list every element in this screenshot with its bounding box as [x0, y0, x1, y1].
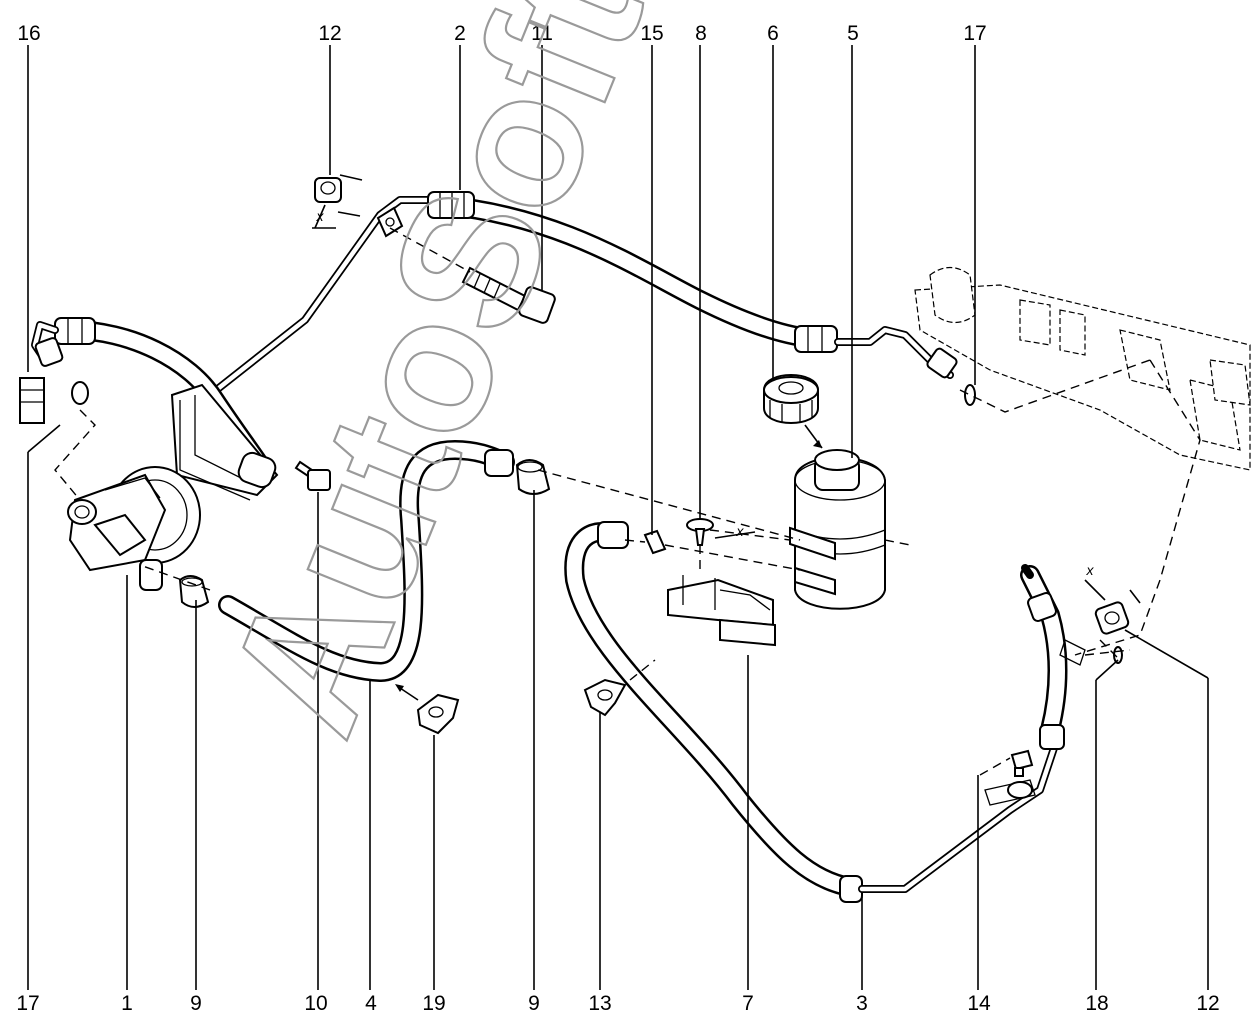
- callout-1-bottom: 1: [121, 992, 133, 1015]
- callout-4-bottom: 4: [365, 992, 377, 1015]
- bolt-10: [294, 460, 331, 491]
- reservoir-bracket-7: [667, 575, 776, 647]
- callout-16-top: 16: [17, 22, 40, 45]
- power-steering-pump-1: [67, 466, 201, 591]
- callout-2-top: 2: [454, 22, 466, 45]
- reservoir-cap-6: [763, 374, 819, 424]
- high-pressure-hose-2: [206, 191, 958, 399]
- torque-mark-x-left: x: [316, 208, 325, 224]
- clip-19: [416, 693, 460, 735]
- bolt-11: [461, 266, 556, 324]
- callout-12-top: 12: [318, 22, 341, 45]
- callout-19-bottom: 19: [422, 992, 445, 1015]
- callout-8-top: 8: [695, 22, 707, 45]
- callout-17-top: 17: [963, 22, 986, 45]
- o-ring-17-left: [71, 381, 89, 405]
- callout-5-top: 5: [847, 22, 859, 45]
- callout-9-bottom-middle: 9: [528, 992, 540, 1015]
- callout-10-bottom: 10: [304, 992, 327, 1015]
- callout-18-bottom: 18: [1085, 992, 1108, 1015]
- feed-hose-3: [564, 521, 1086, 903]
- pressure-switch-16: [19, 337, 64, 424]
- clip-13: [583, 678, 627, 717]
- callout-3-bottom: 3: [856, 992, 868, 1015]
- callout-14-bottom: 14: [967, 992, 991, 1015]
- screw-8: [686, 518, 714, 546]
- return-hose-4: [218, 440, 515, 682]
- callout-7-bottom: 7: [742, 992, 754, 1015]
- assembly-lines: [139, 359, 1201, 776]
- pump-outlet-hose: [31, 317, 279, 501]
- hose-clip-9-middle: [515, 459, 551, 495]
- callout-13-bottom: 13: [588, 992, 611, 1015]
- hose-clip-9-left: [178, 575, 210, 608]
- callout-6-top: 6: [767, 22, 779, 45]
- fluid-reservoir-5: [789, 449, 886, 610]
- nut-12-right: [1094, 601, 1130, 635]
- o-ring-17-right: [964, 384, 976, 406]
- steering-rack: [914, 266, 1251, 471]
- nut-12-top: [314, 177, 342, 203]
- clip-15: [643, 529, 667, 555]
- callout-9-bottom-left: 9: [190, 992, 202, 1015]
- callout-12-bottom: 12: [1196, 992, 1219, 1015]
- callout-11-top: 11: [531, 22, 553, 45]
- torque-mark-x-middle: x: [736, 523, 745, 539]
- torque-mark-x-right: x: [1086, 562, 1095, 578]
- callout-17-bottom: 17: [16, 992, 39, 1015]
- callout-labels: 16 12 2 11 15 8 6 5 17 17 1 9 10 4 19 9 …: [16, 22, 1219, 1015]
- callout-15-top: 15: [640, 22, 663, 45]
- clip-14: [1010, 749, 1034, 777]
- leader-lines: [27, 45, 1209, 990]
